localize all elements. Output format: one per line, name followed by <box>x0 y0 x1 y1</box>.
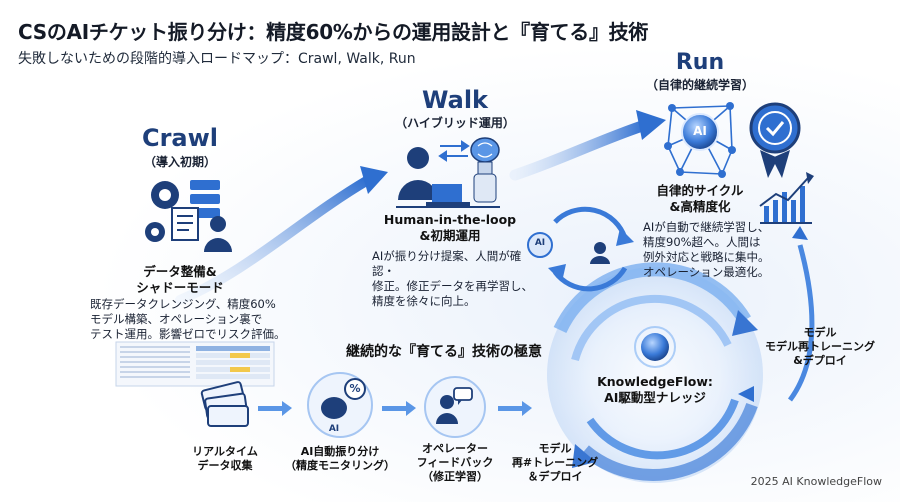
operator-feedback-circle <box>424 376 486 438</box>
tickets-icon <box>200 381 249 427</box>
ai-dispatch-badge: AI <box>328 424 340 434</box>
hitl-ai-badge: AI <box>534 238 546 248</box>
run-heading-line: 自律的サイクル <box>656 183 744 198</box>
step-label-line: ＆デプロイ <box>527 470 583 483</box>
run-desc-line: 例外対応と戦略に集中。 <box>643 250 770 264</box>
run-ai-badge: AI <box>693 124 707 138</box>
crawl-to-walk-arrow <box>175 175 373 305</box>
knowledgeflow-line: AI駆動型ナレッジ <box>604 390 706 405</box>
loop-title: 継続的な『育てる』技術の極意 <box>346 344 542 360</box>
walk-heading-line: Human-in-the-loop <box>383 212 517 227</box>
run-title: Run <box>675 50 725 75</box>
percent-badge-icon <box>344 378 366 400</box>
walk-desc-line: 精度を徐々に向上。 <box>372 294 476 308</box>
gears-icon <box>145 181 179 242</box>
crawl-heading-line: シャドーモード <box>136 280 224 295</box>
data-table-thumbnail <box>115 341 275 387</box>
walk-desc-line: 修正。修正データを再学習し、 <box>372 279 533 293</box>
step-label-line: モデル <box>538 442 572 455</box>
step-ai-dispatch: AI自動振り分け （精度モニタリング） <box>280 445 400 473</box>
walk-heading-line: &初期運用 <box>419 228 481 243</box>
step-label-line: （修正学習） <box>422 470 488 483</box>
crawl-desc-line: テスト運用。影響ゼロでリスク評価。 <box>90 327 286 341</box>
walk-heading: Human-in-the-loop &初期運用 <box>370 212 530 244</box>
crawl-desc-line: モデル構築、オペレーション裏で <box>90 312 263 326</box>
crawl-description: 既存データクレンジング、精度60% モデル構築、オペレーション裏で テスト運用。… <box>90 297 300 342</box>
step-label-line: オペレーター <box>422 442 488 455</box>
operator-with-laptop-icon <box>396 147 500 208</box>
document-icon <box>171 207 199 241</box>
retraining-line: モデル再トレーニング <box>765 340 875 353</box>
crawl-phase: （導入初期） <box>143 155 216 169</box>
retraining-line: &デプロイ <box>793 354 847 367</box>
percent-symbol: % <box>349 382 361 395</box>
walk-to-run-arrow <box>509 119 651 181</box>
crawl-heading: データ整備& シャドーモード <box>110 264 250 296</box>
crawl-desc-line: 既存データクレンジング、精度60% <box>90 297 276 311</box>
operator-chat-icon <box>436 387 473 424</box>
step-label-line: 再#トレーニング <box>511 456 599 469</box>
continuous-loop-swirl <box>547 262 763 483</box>
walk-phase: （ハイブリッド運用） <box>395 116 515 130</box>
page-subtitle: 失敗しないための段階的導入ロードマップ：Crawl, Walk, Run <box>18 51 416 67</box>
knowledgeflow-line: KnowledgeFlow: <box>597 374 713 389</box>
knowledgeflow-core-orb <box>641 333 669 361</box>
crawl-title: Crawl <box>141 124 219 152</box>
page-title: CSのAIチケット振り分け：精度60%からの運用設計と『育てる』技術 <box>18 20 649 44</box>
walk-desc-line: AIが振り分け提案、人間が確認・ <box>372 249 522 278</box>
run-desc-line: AIが自動で継続学習し、 <box>643 220 770 234</box>
crawl-heading-line: データ整備& <box>143 264 217 279</box>
run-phase: （自律的継続学習） <box>645 78 754 92</box>
step-label-line: AI自動振り分け <box>300 445 380 458</box>
walk-description: AIが振り分け提案、人間が確認・ 修正。修正データを再学習し、 精度を徐々に向上… <box>372 249 542 309</box>
run-heading-line: &高精度化 <box>669 199 731 214</box>
database-list-icon <box>190 180 220 218</box>
step-arrows <box>258 401 532 416</box>
growth-chart-icon <box>759 172 814 224</box>
run-heading: 自律的サイクル &高精度化 <box>640 183 760 215</box>
hitl-cycle-ring <box>527 206 634 292</box>
step-label-line: リアルタイム <box>192 445 258 458</box>
exchange-arrows-icon <box>438 140 470 162</box>
step-label-line: （精度モニタリング） <box>285 459 395 472</box>
step-label-line: フィードバック <box>416 456 494 469</box>
retraining-label: モデル モデル再トレーニング &デプロイ <box>760 326 880 368</box>
footer-credit: 2025 AI KnowledgeFlow <box>750 475 882 488</box>
walk-title: Walk <box>422 86 488 114</box>
run-desc-line: オペレーション最適化。 <box>643 265 770 279</box>
run-desc-line: 精度90%超へ。人間は <box>643 235 761 249</box>
knowledgeflow-label: KnowledgeFlow: AI駆動型ナレッジ <box>590 374 720 406</box>
step-label-line: データ収集 <box>197 459 253 472</box>
run-description: AIが自動で継続学習し、 精度90%超へ。人間は 例外対応と戦略に集中。 オペレ… <box>643 220 793 280</box>
loop-to-run-arrow <box>787 244 815 402</box>
person-icon <box>204 216 232 252</box>
ai-robot-brain-icon <box>470 137 500 203</box>
quality-badge-icon <box>749 102 801 178</box>
retraining-line: モデル <box>803 326 837 339</box>
ai-brain-icon <box>321 397 347 419</box>
step-data-collection: リアルタイム データ収集 <box>175 445 275 473</box>
step-retraining-deploy: モデル 再#トレーニング ＆デプロイ <box>500 442 610 484</box>
step-operator-feedback: オペレーター フィードバック （修正学習） <box>405 442 505 484</box>
